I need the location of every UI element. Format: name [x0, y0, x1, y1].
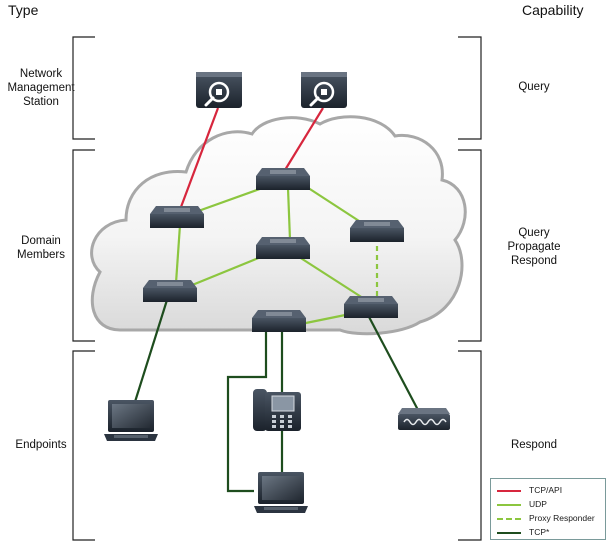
capability-label-endpoints: Respond	[510, 439, 558, 451]
udp-link-6	[295, 254, 367, 301]
switches	[143, 168, 404, 332]
legend-swatch-udp	[497, 503, 521, 506]
tcp-api-link-left	[179, 107, 220, 208]
bracket-right-domain	[458, 149, 482, 342]
capability-label-domain: Query Propagate Respond	[507, 227, 561, 267]
management-station-icon	[301, 72, 347, 108]
bracket-left-management	[72, 36, 95, 140]
legend-swatch-proxy-responder	[497, 517, 521, 520]
tier-label-domain: Domain Members	[17, 235, 65, 261]
legend-item-proxy-responder: Proxy Responder	[497, 512, 595, 524]
legend-swatch-tcp	[497, 531, 521, 534]
tcp-link-switch-laptop-bottom	[226, 332, 268, 493]
switch-icon	[344, 296, 398, 318]
laptop-icon	[104, 400, 158, 441]
bracket-left-domain	[72, 149, 95, 342]
switch-icon	[256, 168, 310, 190]
access-point-icon	[398, 408, 450, 430]
legend: TCP/API UDP Proxy Responder TCP*	[490, 478, 606, 540]
domain-cloud	[90, 115, 467, 336]
tcp-link-switch-access-point	[367, 314, 419, 411]
ip-phone-icon	[253, 389, 301, 431]
udp-link-2	[286, 187, 292, 241]
tcp-api-links	[179, 107, 324, 208]
switch-icon	[350, 220, 404, 242]
legend-item-udp: UDP	[497, 498, 547, 510]
legend-swatch-tcp-api	[497, 489, 521, 492]
bracket-right-management	[458, 36, 482, 140]
switch-icon	[252, 310, 306, 332]
switch-icon	[143, 280, 197, 302]
bracket-left-endpoints	[72, 350, 95, 541]
switch-icon	[150, 206, 204, 228]
type-header: Type	[8, 2, 39, 18]
management-station-icon	[196, 72, 242, 108]
bracket-right-endpoints	[458, 350, 482, 541]
tier-brackets	[72, 36, 482, 541]
tcp-api-link-right	[284, 107, 324, 171]
tier-label-endpoints: Endpoints	[15, 439, 67, 451]
legend-item-tcp-api: TCP/API	[497, 484, 562, 496]
capability-header: Capability	[522, 2, 584, 18]
legend-label: UDP	[529, 499, 547, 509]
legend-label: Proxy Responder	[529, 513, 595, 523]
tcp-link-switch-laptop-left	[132, 299, 169, 406]
tier-label-management: Network Management Station	[7, 68, 75, 108]
legend-label: TCP/API	[529, 485, 563, 495]
switch-icon	[256, 237, 310, 259]
capability-label-management: Query	[518, 81, 550, 93]
legend-label: TCP*	[529, 527, 550, 537]
laptop-icon	[254, 472, 308, 513]
legend-item-tcp: TCP*	[497, 526, 549, 538]
udp-link-4	[174, 224, 182, 284]
tcp-links	[132, 299, 419, 493]
